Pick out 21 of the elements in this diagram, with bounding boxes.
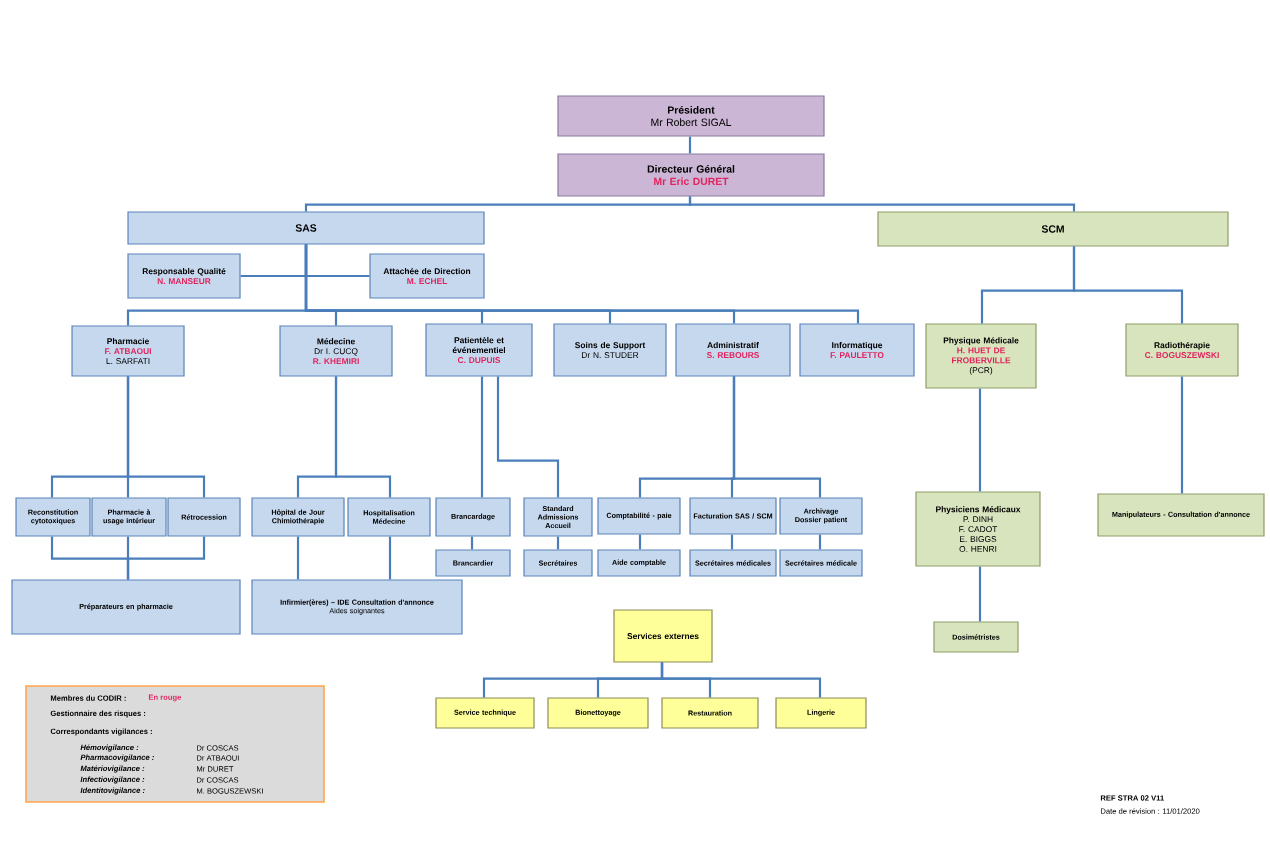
connector-line bbox=[470, 536, 474, 550]
connector-line bbox=[480, 376, 484, 498]
connector-line bbox=[660, 662, 822, 698]
connector-line bbox=[638, 534, 642, 550]
connector-line bbox=[126, 376, 206, 498]
connector-line bbox=[688, 136, 692, 154]
connector-line bbox=[978, 388, 982, 492]
connector-line bbox=[730, 534, 734, 550]
connector-line bbox=[126, 536, 206, 580]
connector-line bbox=[496, 376, 560, 498]
connector-line bbox=[732, 376, 822, 498]
connector-line bbox=[388, 536, 392, 580]
connector-line bbox=[556, 536, 560, 550]
connector-line bbox=[1180, 376, 1184, 494]
connector-line bbox=[334, 376, 392, 498]
connector-line bbox=[304, 244, 860, 324]
connector-line bbox=[818, 534, 822, 550]
connector-line bbox=[978, 566, 982, 622]
connector-line bbox=[296, 536, 300, 580]
connector-line bbox=[1072, 246, 1184, 324]
connector-line bbox=[688, 196, 1076, 212]
